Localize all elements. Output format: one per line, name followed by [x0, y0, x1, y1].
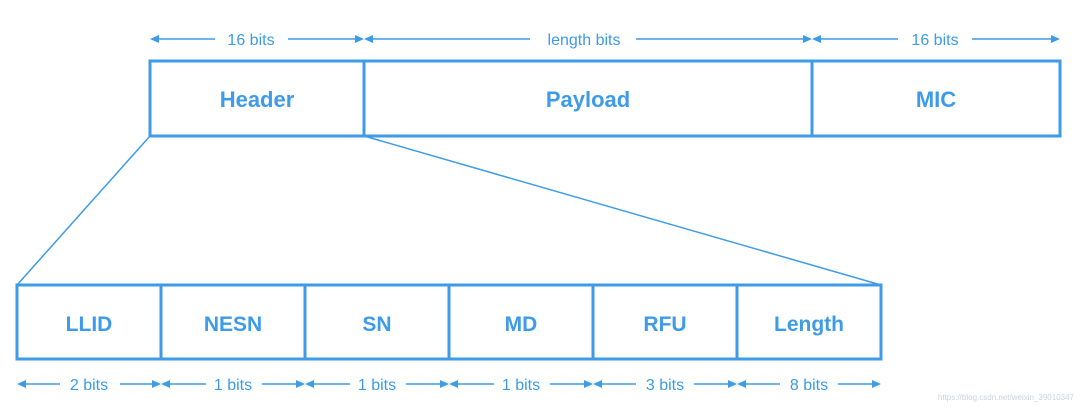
nesn-field-label: NESN	[204, 313, 262, 336]
md-dimension: 1 bits	[449, 377, 593, 394]
md-field-label: MD	[505, 313, 538, 336]
rfu-field-label: RFU	[643, 313, 686, 336]
packet-dimension-row: 16 bits length bits 16 bits	[150, 32, 1060, 49]
length-size-label: 8 bits	[790, 377, 828, 394]
header-dimension: 16 bits	[150, 32, 364, 49]
payload-dimension: length bits	[364, 32, 812, 49]
packet-outline	[148, 59, 1062, 138]
length-dimension: 8 bits	[737, 377, 881, 394]
length-field-label: Length	[774, 313, 844, 336]
payload-field-label: Payload	[546, 87, 630, 112]
sn-dimension: 1 bits	[305, 377, 449, 394]
nesn-dimension: 1 bits	[161, 377, 305, 394]
sn-size-label: 1 bits	[358, 377, 396, 394]
packet-row: Header Payload MIC	[148, 59, 1062, 138]
md-size-label: 1 bits	[502, 377, 540, 394]
mic-size-label: 16 bits	[911, 32, 958, 49]
llid-size-label: 2 bits	[70, 377, 108, 394]
rfu-dimension: 3 bits	[593, 377, 737, 394]
llid-dimension: 2 bits	[17, 377, 161, 394]
mic-field-label: MIC	[916, 87, 956, 112]
mic-dimension: 16 bits	[812, 32, 1060, 49]
expansion-line-left	[16, 135, 151, 286]
header-size-label: 16 bits	[227, 32, 274, 49]
header-breakdown-row: LLID NESN SN MD RFU Length	[15, 283, 883, 361]
nesn-size-label: 1 bits	[214, 377, 252, 394]
watermark-text: https://blog.csdn.net/weixin_39010347	[938, 393, 1075, 402]
header-field-label: Header	[220, 87, 295, 112]
llid-field-label: LLID	[66, 313, 113, 336]
header-expansion-lines	[16, 135, 882, 286]
expansion-line-right	[363, 135, 882, 286]
sn-field-label: SN	[362, 313, 391, 336]
rfu-size-label: 3 bits	[646, 377, 684, 394]
header-dimension-row: 2 bits 1 bits 1 bits 1 bits	[17, 377, 881, 394]
payload-size-label: length bits	[548, 32, 621, 49]
